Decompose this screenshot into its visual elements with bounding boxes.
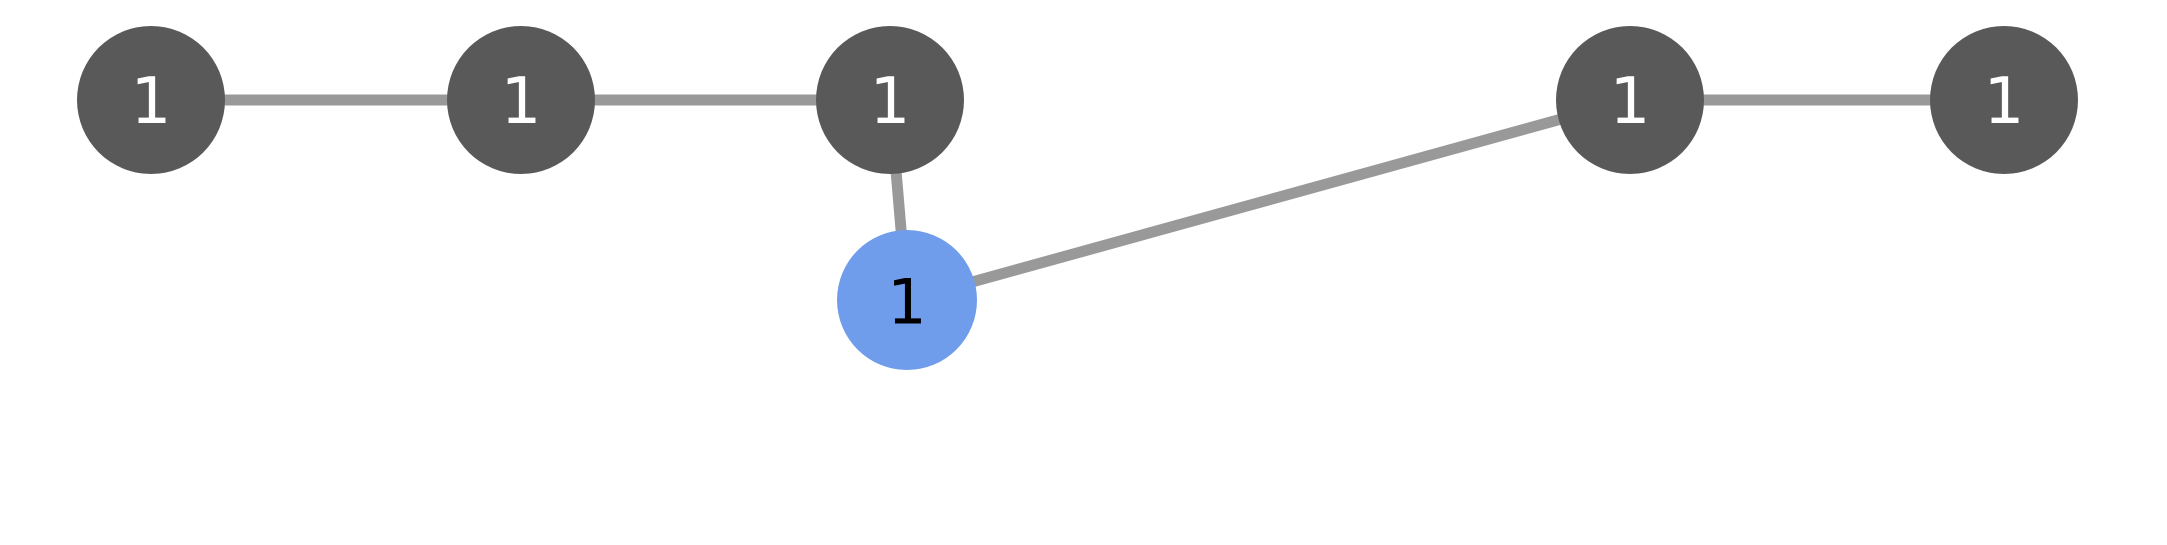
graph-node-4[interactable]: 1 (1556, 26, 1704, 174)
graph-node-1-label: 1 (131, 65, 172, 139)
graph-node-3-circle[interactable] (816, 26, 964, 174)
graph-edge-n6-n4[interactable] (905, 94, 1632, 306)
edges-layer (151, 94, 2004, 306)
graph-node-2[interactable]: 1 (447, 26, 595, 174)
graph-node-1[interactable]: 1 (77, 26, 225, 174)
graph-node-3-label: 1 (870, 65, 911, 139)
graph-node-3[interactable]: 1 (816, 26, 964, 174)
graph-node-4-label: 1 (1610, 65, 1651, 139)
graph-node-5-label: 1 (1984, 65, 2025, 139)
graph-node-4-circle[interactable] (1556, 26, 1704, 174)
nodes-layer: 1 1 1 1 1 1 (77, 26, 2078, 370)
graph-node-2-label: 1 (501, 65, 542, 139)
graph-node-2-circle[interactable] (447, 26, 595, 174)
graph-node-5-circle[interactable] (1930, 26, 2078, 174)
graph-node-6-highlighted[interactable]: 1 (837, 230, 977, 370)
graph-node-5[interactable]: 1 (1930, 26, 2078, 174)
graph-node-6-highlighted-circle[interactable] (837, 230, 977, 370)
graph-node-1-circle[interactable] (77, 26, 225, 174)
graph-node-6-highlighted-label: 1 (887, 266, 926, 339)
